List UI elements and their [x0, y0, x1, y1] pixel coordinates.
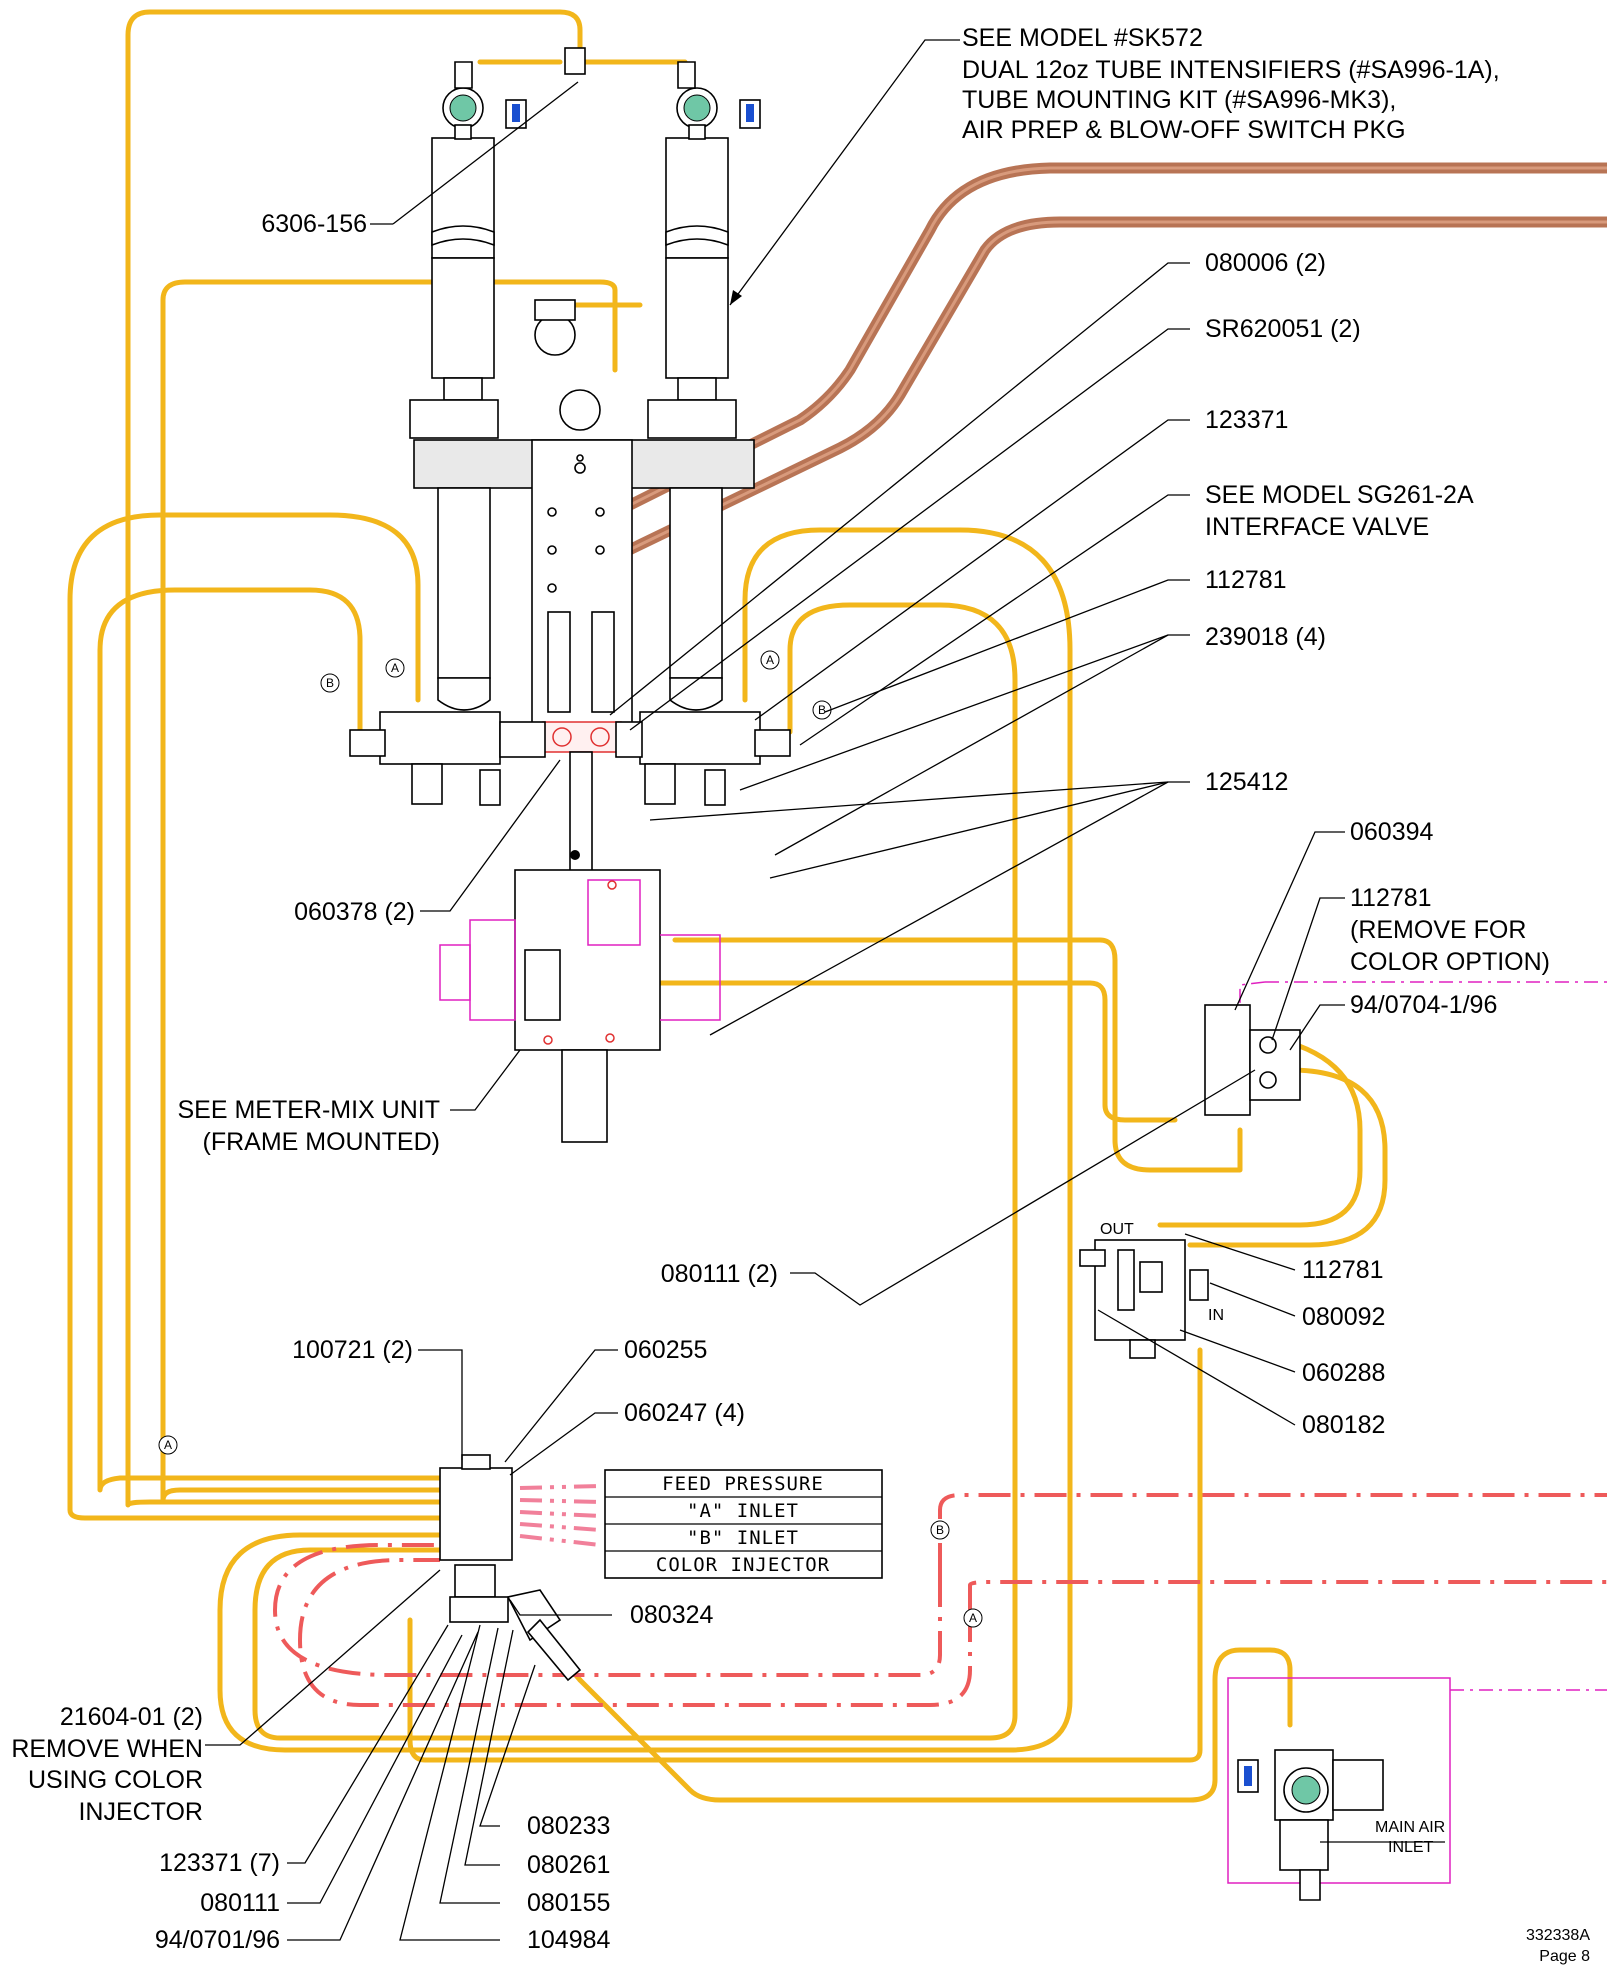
- label-104984: 104984: [527, 1926, 611, 1954]
- interface-valve-assembly: [349, 711, 791, 806]
- label-080155: 080155: [527, 1889, 610, 1917]
- table-b-inlet: "B" INLET: [687, 1527, 799, 1549]
- in-port-label: IN: [1208, 1307, 1224, 1324]
- air-filter-060288: OUT IN: [1079, 1221, 1224, 1359]
- label-080324: 080324: [630, 1601, 714, 1629]
- label-060255: 060255: [624, 1336, 707, 1364]
- label-112781-top: 112781: [1205, 566, 1287, 594]
- marker-a: A: [969, 1611, 977, 1625]
- leader-lines: [205, 39, 1345, 1941]
- label-21604-line4: INJECTOR: [78, 1798, 203, 1826]
- meter-mix-unit: [439, 850, 721, 1143]
- label-080261: 080261: [527, 1851, 610, 1879]
- label-sk572-line3: TUBE MOUNTING KIT (#SA996-MK3),: [962, 86, 1396, 114]
- tube-intensifier-left: [409, 61, 755, 711]
- table-color-injector: COLOR INJECTOR: [656, 1554, 830, 1576]
- circle-markers: A B A B A B A: [158, 650, 983, 1628]
- doc-reference: 332338A: [1526, 1927, 1590, 1944]
- marker-b: B: [936, 1523, 944, 1537]
- label-sr620051: SR620051 (2): [1205, 315, 1361, 343]
- intensifier-center-block: [531, 47, 633, 903]
- marker-b: B: [818, 703, 826, 717]
- label-080006: 080006 (2): [1205, 249, 1326, 277]
- label-6306-156: 6306-156: [261, 210, 367, 238]
- label-125412: 125412: [1205, 768, 1288, 796]
- label-080111-2: 080111 (2): [661, 1260, 778, 1288]
- main-air-inlet-label-2: INLET: [1388, 1839, 1434, 1856]
- label-100721: 100721 (2): [292, 1336, 413, 1364]
- out-port-label: OUT: [1100, 1221, 1134, 1238]
- air-hoses: [67, 9, 1388, 1803]
- tube-intensifier-right: [647, 61, 761, 711]
- label-080092: 080092: [1302, 1303, 1385, 1331]
- label-060394: 060394: [1350, 818, 1434, 846]
- label-080111: 080111: [200, 1889, 280, 1917]
- label-21604-line1: 21604-01 (2): [60, 1703, 203, 1731]
- label-sk572-line4: AIR PREP & BLOW-OFF SWITCH PKG: [962, 116, 1406, 144]
- air-manifold: [439, 1454, 582, 1682]
- signal-lines: [272, 1484, 1607, 1707]
- table-a-inlet: "A" INLET: [687, 1500, 799, 1522]
- label-sk572-line2: DUAL 12oz TUBE INTENSIFIERS (#SA996-1A),: [962, 56, 1500, 84]
- label-94-0701: 94/0701/96: [155, 1926, 280, 1954]
- callout-text: SEE MODEL #SK572 DUAL 12oz TUBE INTENSIF…: [11, 24, 1590, 1965]
- label-112781-low: 112781: [1302, 1256, 1384, 1284]
- marker-b: B: [326, 676, 334, 690]
- label-sg261-line1: SEE MODEL SG261-2A: [1205, 481, 1474, 509]
- label-080182: 080182: [1302, 1411, 1385, 1439]
- main-air-regulator: MAIN AIR INLET: [1237, 1749, 1445, 1901]
- label-21604-line2: REMOVE WHEN: [11, 1735, 203, 1763]
- label-112781-mid-3: COLOR OPTION): [1350, 948, 1550, 976]
- page-number: Page 8: [1539, 1948, 1590, 1965]
- label-sk572-line1: SEE MODEL #SK572: [962, 24, 1203, 52]
- label-sg261-line2: INTERFACE VALVE: [1205, 513, 1429, 541]
- marker-a: A: [766, 653, 774, 667]
- blow-off-switch: [1204, 1004, 1301, 1116]
- label-21604-line3: USING COLOR: [28, 1766, 203, 1794]
- label-123371: 123371: [1205, 406, 1288, 434]
- label-060247: 060247 (4): [624, 1399, 745, 1427]
- main-air-inlet-label-1: MAIN AIR: [1375, 1819, 1445, 1836]
- label-239018: 239018 (4): [1205, 623, 1326, 651]
- label-112781-mid-2: (REMOVE FOR: [1350, 916, 1526, 944]
- color-option-lines: [1227, 981, 1607, 1884]
- marker-a: A: [391, 661, 399, 675]
- label-060378: 060378 (2): [294, 898, 415, 926]
- table-feed-pressure: FEED PRESSURE: [662, 1473, 824, 1495]
- label-metermix-line2: (FRAME MOUNTED): [203, 1128, 440, 1156]
- label-metermix-line1: SEE METER-MIX UNIT: [177, 1096, 440, 1124]
- label-080233: 080233: [527, 1812, 610, 1840]
- marker-a: A: [164, 1438, 172, 1452]
- label-94-0704: 94/0704-1/96: [1350, 991, 1497, 1019]
- label-123371-7: 123371 (7): [159, 1849, 280, 1877]
- manifold-port-table: FEED PRESSURE "A" INLET "B" INLET COLOR …: [604, 1469, 883, 1579]
- label-060288: 060288: [1302, 1359, 1385, 1387]
- label-112781-mid-1: 112781: [1350, 884, 1432, 912]
